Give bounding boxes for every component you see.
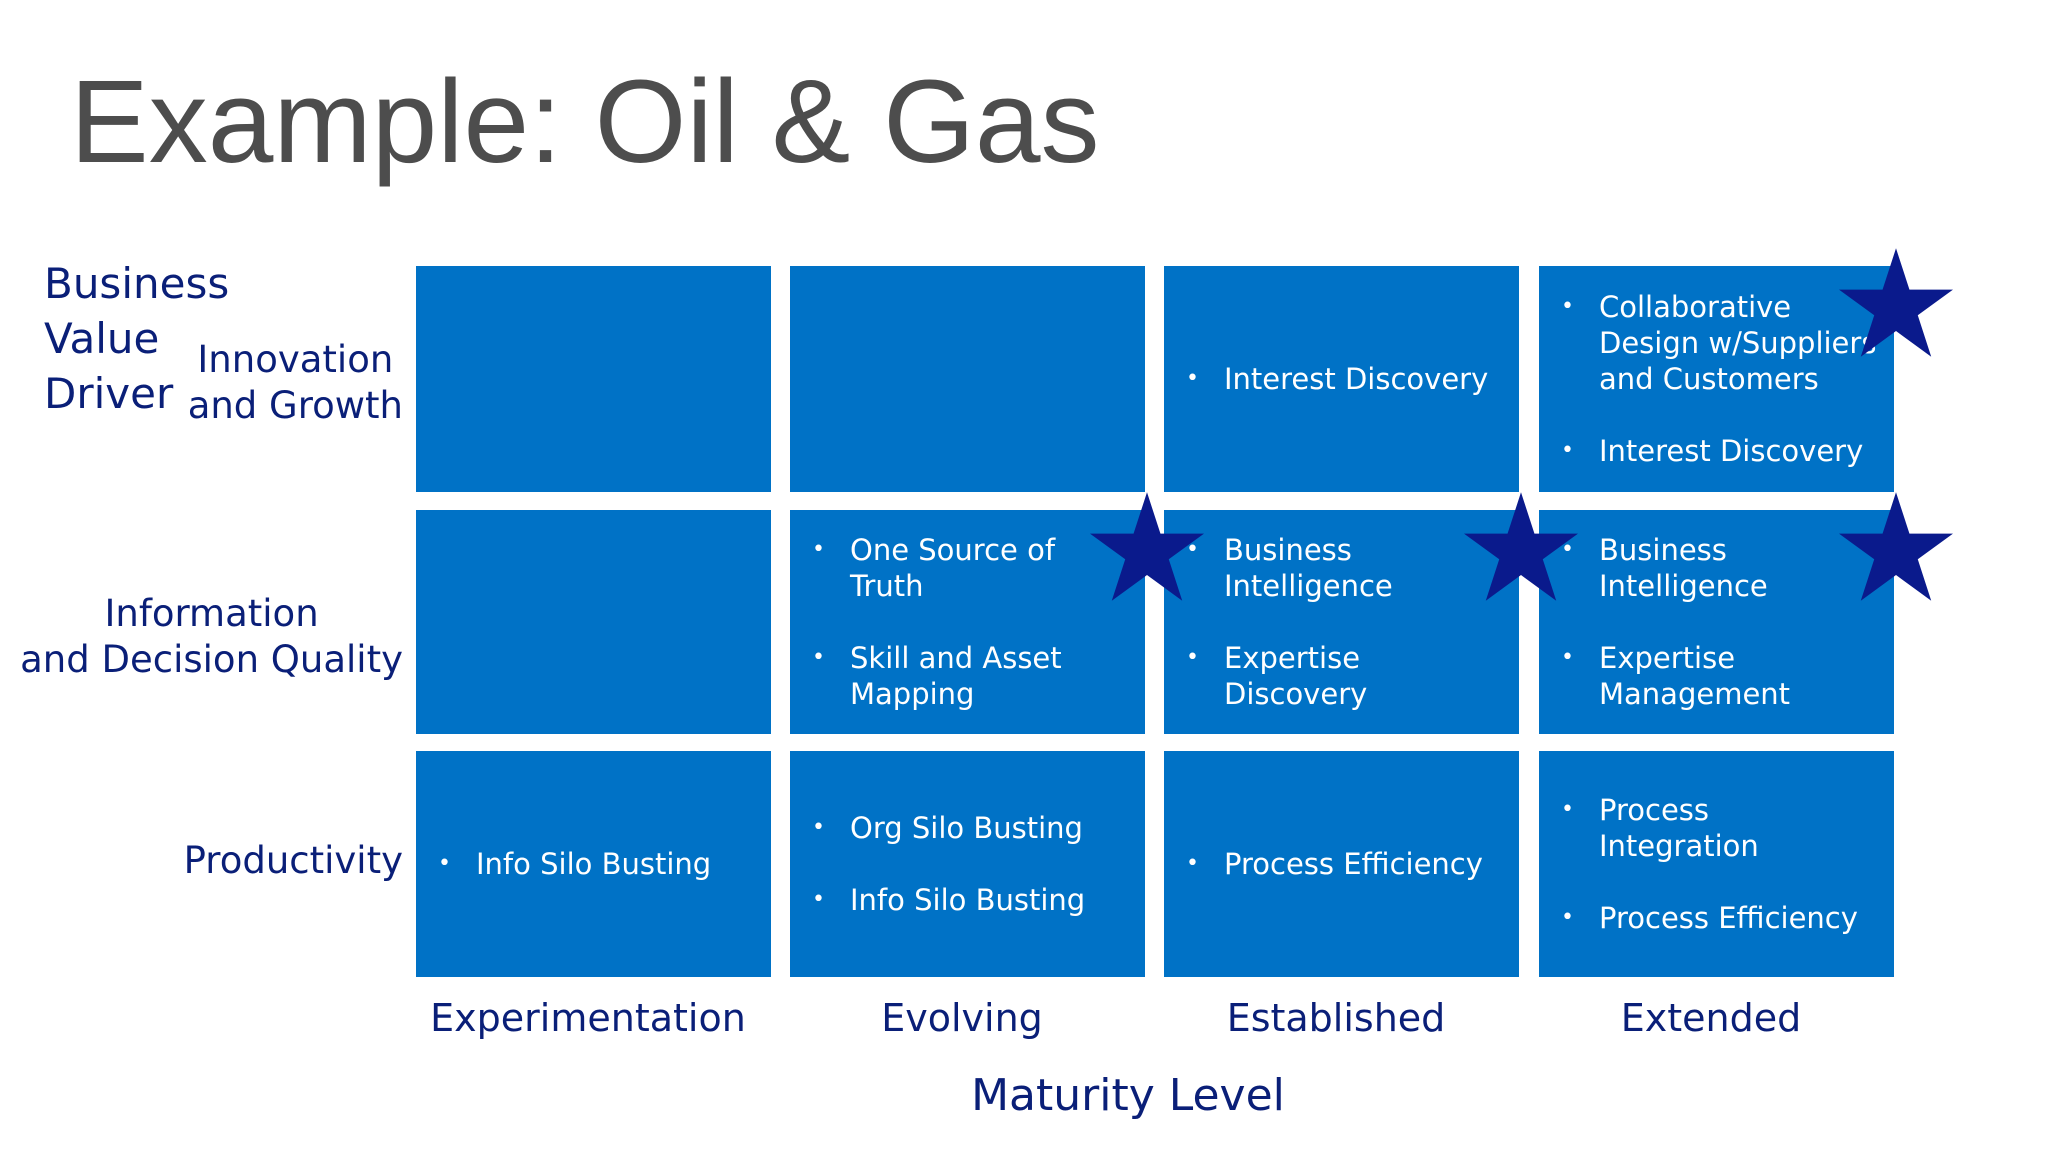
cell-bullet-list: Info Silo Busting [438, 846, 755, 882]
grid-cell: One Source of TruthSkill and Asset Mappi… [790, 510, 1145, 734]
cell-bullet-item: Info Silo Busting [812, 882, 1129, 918]
row-label-line: Information [104, 592, 319, 635]
star-icon [1464, 492, 1578, 601]
grid-cell: Info Silo Busting [416, 751, 771, 977]
cell-bullet-item: Business Intelligence [1561, 532, 1878, 604]
grid-cell [416, 266, 771, 492]
grid-cell: Business IntelligenceExpertise Managemen… [1539, 510, 1894, 734]
cell-bullet-item: Skill and Asset Mapping [812, 640, 1129, 712]
star-icon [1090, 492, 1204, 601]
grid-cell: Business IntelligenceExpertise Discovery [1164, 510, 1519, 734]
column-label-extended: Extended [1620, 996, 1802, 1040]
row-label-information: Information and Decision Quality [20, 591, 403, 683]
row-label-productivity: Productivity [184, 838, 403, 884]
grid-cell: Collaborative Design w/Suppliers and Cus… [1539, 266, 1894, 492]
cell-bullet-list: Process Efficiency [1186, 846, 1503, 882]
row-label-line: and Decision Quality [20, 638, 403, 681]
cell-bullet-item: Process Integration [1561, 792, 1878, 864]
grid-cell: Process Efficiency [1164, 751, 1519, 977]
column-label-experimentation: Experimentation [430, 996, 746, 1040]
x-axis-title-text: Maturity Level [971, 1070, 1285, 1121]
column-label-evolving: Evolving [881, 996, 1043, 1040]
cell-bullet-item: Info Silo Busting [438, 846, 755, 882]
y-axis-title-line: Driver [44, 369, 174, 418]
cell-bullet-item: Process Efficiency [1186, 846, 1503, 882]
slide-title: Example: Oil & Gas [70, 56, 1100, 188]
grid-cell: Org Silo BustingInfo Silo Busting [790, 751, 1145, 977]
star-icon [1839, 492, 1953, 601]
cell-bullet-item: Collaborative Design w/Suppliers and Cus… [1561, 289, 1878, 397]
cell-bullet-list: Org Silo BustingInfo Silo Busting [812, 810, 1129, 918]
cell-bullet-list: Interest Discovery [1186, 361, 1503, 397]
y-axis-title-line: Value [44, 314, 160, 363]
cell-bullet-item: One Source of Truth [812, 532, 1129, 604]
cell-bullet-item: Interest Discovery [1561, 433, 1878, 469]
row-label-line: Innovation [197, 338, 394, 381]
star-icon [1839, 248, 1953, 357]
x-axis-title: Maturity Level [0, 1070, 2048, 1122]
cell-bullet-item: Process Efficiency [1561, 900, 1878, 936]
y-axis-title: Business Value Driver [44, 256, 229, 421]
grid-cell: Interest Discovery [1164, 266, 1519, 492]
grid-cell: Process IntegrationProcess Efficiency [1539, 751, 1894, 977]
cell-bullet-list: Business IntelligenceExpertise Discovery [1186, 532, 1503, 712]
cell-bullet-list: Business IntelligenceExpertise Managemen… [1561, 532, 1878, 712]
column-label-established: Established [1226, 996, 1446, 1040]
y-axis-title-line: Business [44, 259, 230, 308]
grid-cell [416, 510, 771, 734]
cell-bullet-list: One Source of TruthSkill and Asset Mappi… [812, 532, 1129, 712]
row-label-line: and Growth [187, 384, 403, 427]
cell-bullet-list: Process IntegrationProcess Efficiency [1561, 792, 1878, 936]
cell-bullet-item: Expertise Discovery [1186, 640, 1503, 712]
row-label-innovation: Innovation and Growth [188, 337, 403, 429]
cell-bullet-list: Collaborative Design w/Suppliers and Cus… [1561, 289, 1878, 469]
row-label-line: Productivity [183, 839, 403, 882]
cell-bullet-item: Interest Discovery [1186, 361, 1503, 397]
cell-bullet-item: Business Intelligence [1186, 532, 1503, 604]
cell-bullet-item: Org Silo Busting [812, 810, 1129, 846]
grid-cell [790, 266, 1145, 492]
cell-bullet-item: Expertise Management [1561, 640, 1878, 712]
